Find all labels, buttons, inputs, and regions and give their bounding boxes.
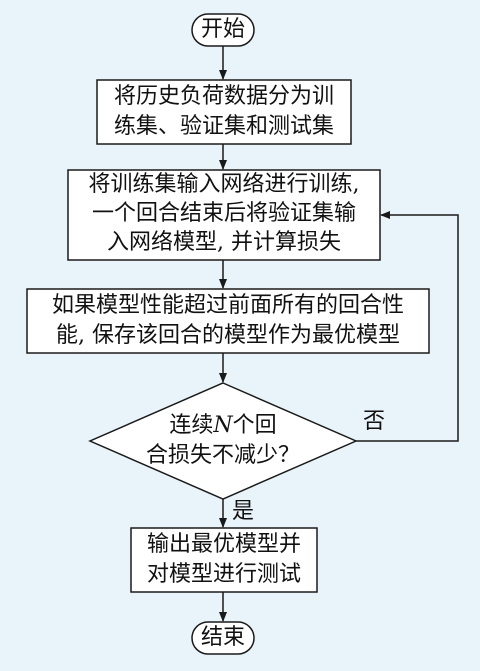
step3-line1: 如果模型性能超过前面所有的回合性 bbox=[51, 293, 404, 318]
decision-text: 连续N个回 合损失不减少？ bbox=[100, 411, 346, 471]
step4-line2: 对模型进行测试 bbox=[146, 562, 301, 587]
step1-box bbox=[96, 79, 352, 145]
decision-var: N bbox=[213, 413, 233, 438]
step2-line2: 一个回合结束后将验证集输 bbox=[91, 201, 356, 226]
step2-line3: 入网络模型, 并计算损失 bbox=[107, 230, 341, 255]
decision-suffix: 个回 bbox=[232, 413, 277, 438]
decision-line2: 合损失不减少？ bbox=[145, 443, 300, 468]
yes-label: 是 bbox=[232, 499, 255, 524]
step3-text: 如果模型性能超过前面所有的回合性 能, 保存该回合的模型作为最优模型 bbox=[27, 291, 429, 351]
step4-line1: 输出最优模型并 bbox=[146, 532, 301, 557]
step4-box bbox=[130, 527, 318, 593]
end-label: 结束 bbox=[200, 625, 245, 650]
step1-line2: 练集、验证集和测试集 bbox=[113, 114, 334, 139]
end-terminal bbox=[191, 621, 255, 655]
step2-line1: 将训练集输入网络进行训练, bbox=[88, 172, 360, 197]
step3-box bbox=[26, 288, 430, 354]
arrow-no-loop-back bbox=[356, 211, 459, 442]
decision-prefix: 连续 bbox=[169, 413, 214, 438]
no-label: 否 bbox=[363, 409, 386, 434]
step4-text: 输出最优模型并 对模型进行测试 bbox=[131, 530, 317, 590]
decision-line1: 连续N个回 bbox=[100, 411, 346, 441]
step1-text: 将历史负荷数据分为训 练集、验证集和测试集 bbox=[97, 82, 351, 142]
step2-text: 将训练集输入网络进行训练, 一个回合结束后将验证集输 入网络模型, 并计算损失 bbox=[68, 170, 380, 257]
step3-line2: 能, 保存该回合的模型作为最优模型 bbox=[56, 323, 400, 348]
step1-line1: 将历史负荷数据分为训 bbox=[113, 84, 334, 109]
start-label: 开始 bbox=[200, 17, 245, 42]
step2-box bbox=[67, 169, 381, 261]
